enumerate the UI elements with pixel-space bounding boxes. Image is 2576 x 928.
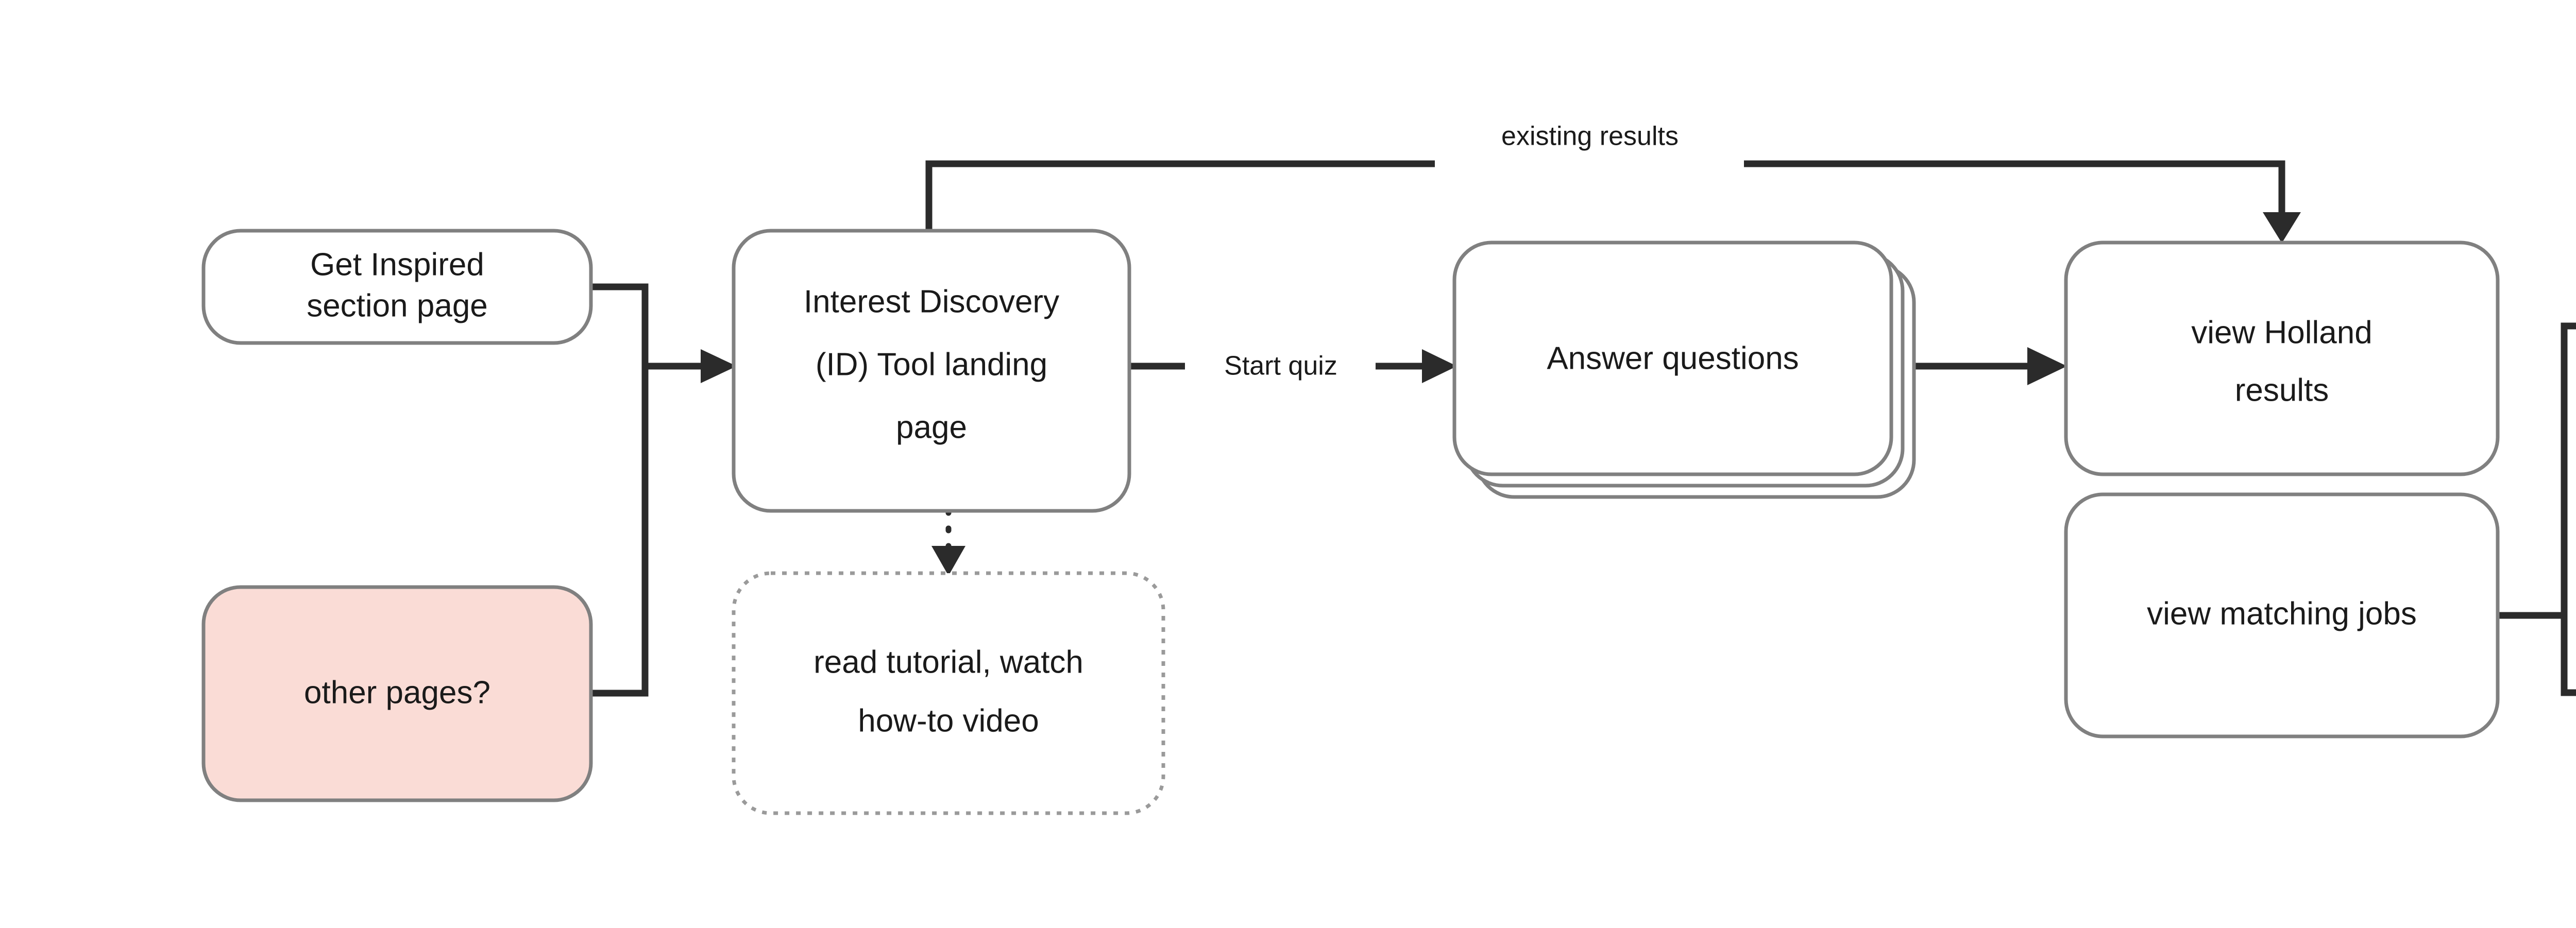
arrowhead-icon	[1422, 349, 1457, 383]
edge-answer-questions-to-holland-results	[1891, 347, 2067, 385]
node-read-tutorial-watch-how-to-video[interactable]: read tutorial, watch how-to video	[732, 571, 1165, 815]
node-label-line-1: read tutorial, watch	[814, 644, 1083, 680]
node-view-matching-jobs[interactable]: view matching jobs	[2064, 492, 2500, 738]
node-label-line-1: Interest Discovery	[804, 284, 1059, 319]
edge-path	[2561, 615, 2576, 696]
node-shape[interactable]	[2064, 492, 2500, 738]
node-label-line-1: view matching jobs	[2147, 596, 2417, 631]
node-label-line-1: Get Inspired	[310, 247, 484, 282]
node-other-pages[interactable]: other pages?	[201, 585, 593, 802]
arrowhead-icon	[2263, 212, 2301, 243]
node-interest-discovery-tool-landing-page[interactable]: Interest Discovery (ID) Tool landing pag…	[732, 229, 1131, 513]
node-label-line-2: results	[2235, 372, 2329, 408]
node-label-line-1: Answer questions	[1547, 340, 1799, 376]
edge-id-tool-to-read-tutorial	[931, 508, 965, 576]
edge-id-tool-to-answer-questions: Start quiz	[1129, 349, 1457, 383]
edge-path	[591, 283, 701, 370]
node-get-inspired-section-page[interactable]: Get Inspired section page	[201, 229, 593, 345]
node-label-line-1: view Holland	[2191, 315, 2372, 350]
node-label-line-2: how-to video	[858, 703, 1039, 738]
edge-path	[592, 366, 649, 697]
edge-matching-jobs-to-career-idea-page	[2561, 615, 2576, 696]
node-shape[interactable]	[2064, 240, 2500, 476]
node-shape[interactable]	[1452, 240, 1893, 476]
edge-get-inspired-to-id-tool	[591, 283, 737, 383]
arrowhead-icon	[931, 546, 965, 576]
node-shape[interactable]	[732, 229, 1131, 513]
edge-label-existing-results: existing results	[1501, 122, 1679, 151]
node-label-line-2: (ID) Tool landing	[816, 347, 1047, 382]
arrowhead-icon	[701, 349, 737, 383]
node-label-line-1: other pages?	[304, 675, 490, 710]
node-view-holland-results[interactable]: view Holland results	[2064, 240, 2500, 476]
edge-path-left	[925, 160, 1435, 231]
node-label-line-3: page	[896, 409, 967, 445]
edge-matching-jobs-to-work-area-page	[2498, 322, 2576, 619]
edge-path	[2498, 322, 2576, 619]
node-shape[interactable]	[201, 229, 593, 345]
node-shape[interactable]	[201, 585, 593, 802]
arrowhead-icon	[2027, 347, 2067, 385]
node-shape[interactable]	[732, 571, 1165, 815]
edge-path-right	[1744, 160, 2285, 212]
node-label-line-2: section page	[307, 288, 488, 323]
edge-label-start-quiz: Start quiz	[1224, 351, 1337, 381]
node-answer-questions[interactable]: Answer questions	[1452, 240, 1916, 499]
edge-other-pages-to-id-tool	[592, 366, 649, 697]
edge-id-tool-to-holland-results-existing-results: existing results	[925, 122, 2301, 243]
